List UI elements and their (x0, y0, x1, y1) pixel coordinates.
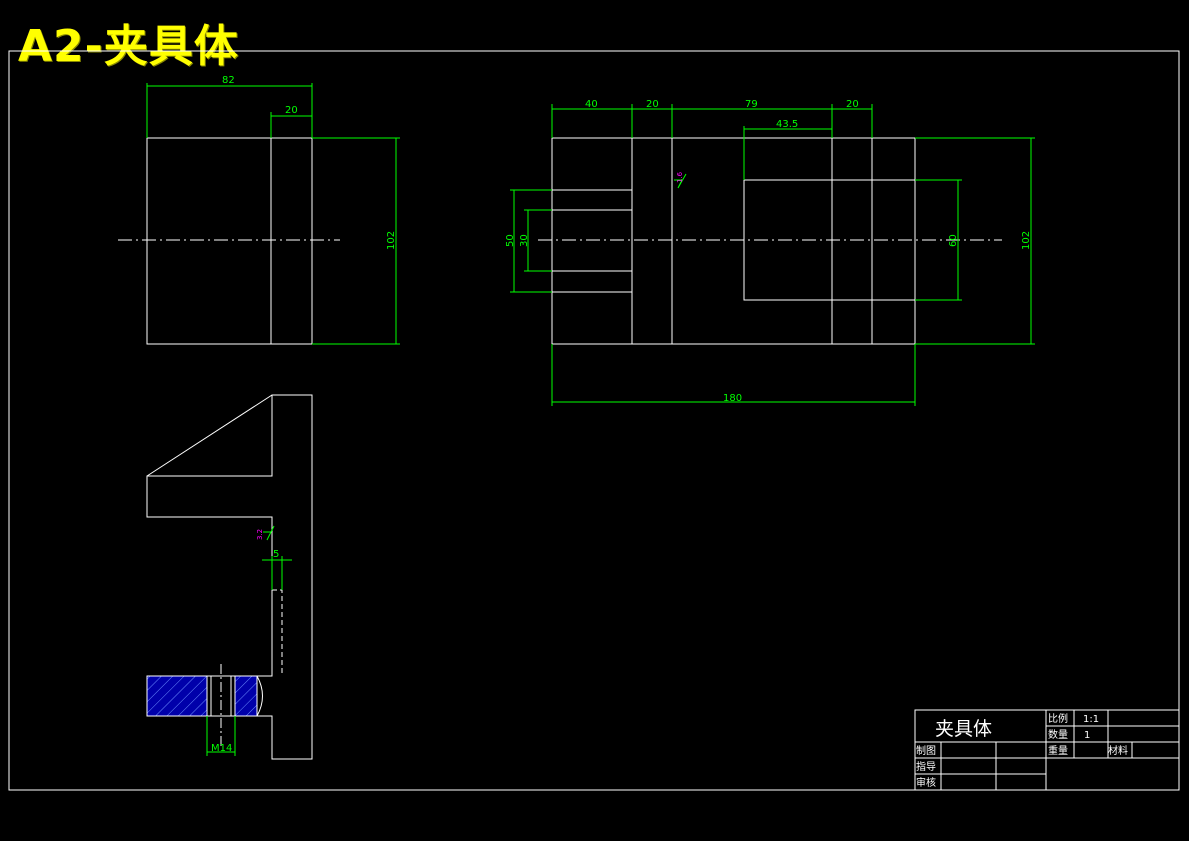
top-roughness-value: 1.6 (676, 171, 684, 183)
front-view (118, 137, 340, 345)
front-body-outline (146, 137, 313, 345)
top-dim-43-5: 43.5 (776, 119, 798, 130)
title-block-weight-label: 重量 (1048, 744, 1068, 757)
top-dim-40: 40 (585, 99, 598, 110)
title-block-material-label: 材料 (1108, 744, 1128, 757)
hatched-section-left (146, 675, 208, 717)
side-hidden-recess (272, 589, 283, 676)
front-dim-20: 20 (285, 105, 298, 116)
thread-hole (206, 675, 263, 717)
title-block-scale-label: 比例 (1048, 712, 1068, 725)
title-block-review-label: 审核 (916, 776, 936, 789)
title-block-drawn-label: 制图 (916, 744, 936, 757)
title-block-qty-value: 1 (1084, 730, 1090, 741)
side-roughness-symbol: 3.2 (256, 525, 275, 541)
title-block-part-name: 夹具体 (935, 718, 992, 740)
title-block-scale-value: 1:1 (1083, 714, 1099, 725)
top-roughness-symbol: 1.6 (674, 171, 687, 189)
top-body-outline (551, 137, 916, 345)
title-block (914, 709, 1180, 791)
top-dim-20a: 20 (646, 99, 659, 110)
front-dim-82: 82 (222, 75, 235, 86)
side-dimensions (206, 556, 292, 756)
front-dimensions (146, 83, 400, 345)
drawing-title: A2-夹具体 (18, 21, 239, 72)
hatched-section-right (234, 675, 258, 717)
side-dim-m14: M14 (211, 743, 232, 754)
top-dimensions (510, 104, 1035, 406)
top-dim-30: 30 (519, 234, 530, 247)
sheet-border (8, 50, 1180, 791)
title-block-guide-label: 指导 (916, 760, 936, 773)
side-roughness-value: 3.2 (256, 529, 264, 540)
top-dim-20b: 20 (846, 99, 859, 110)
title-block-qty-label: 数量 (1048, 728, 1068, 741)
top-dim-102: 102 (1021, 231, 1032, 250)
top-dim-79: 79 (745, 99, 758, 110)
front-dim-102: 102 (386, 231, 397, 250)
top-dim-60: 60 (948, 234, 959, 247)
side-rib (146, 394, 273, 477)
side-dim-5: 5 (273, 549, 279, 560)
top-dim-50: 50 (505, 234, 516, 247)
top-dim-180: 180 (723, 393, 742, 404)
top-view (538, 137, 1002, 345)
